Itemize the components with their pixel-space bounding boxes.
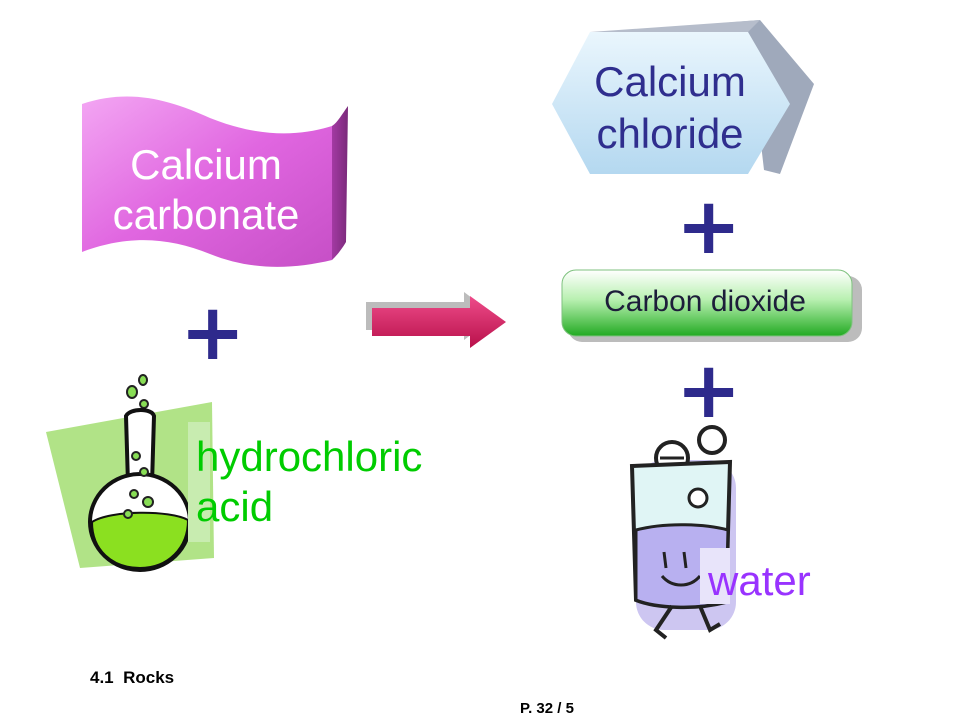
flask-icon [46, 374, 214, 572]
water-label-background [700, 548, 730, 604]
acid-label-background [188, 422, 210, 542]
calcium-chloride-label: Calcium chloride [594, 58, 746, 157]
calcium-carbonate-label: Calcium carbonate [112, 141, 300, 238]
plus-sign-reactants: + [180, 288, 246, 378]
plus-sign-products-top: + [676, 182, 742, 272]
water-label: water [708, 557, 811, 604]
calcium-carbonate-banner [82, 96, 348, 267]
carbon-dioxide-label: Carbon dioxide [604, 285, 806, 318]
section-footer: 4.1 Rocks [90, 668, 175, 687]
reaction-arrow-icon [366, 292, 506, 348]
carbon-dioxide-pill [561, 269, 862, 342]
hydrochloric-acid-label: hydrochloric acid [196, 433, 423, 530]
calcium-chloride-hexagon [552, 20, 814, 174]
plus-sign-products-bottom: + [676, 346, 742, 436]
water-beaker-icon [629, 425, 736, 640]
page-number: P. 32 / 5 [520, 700, 574, 717]
